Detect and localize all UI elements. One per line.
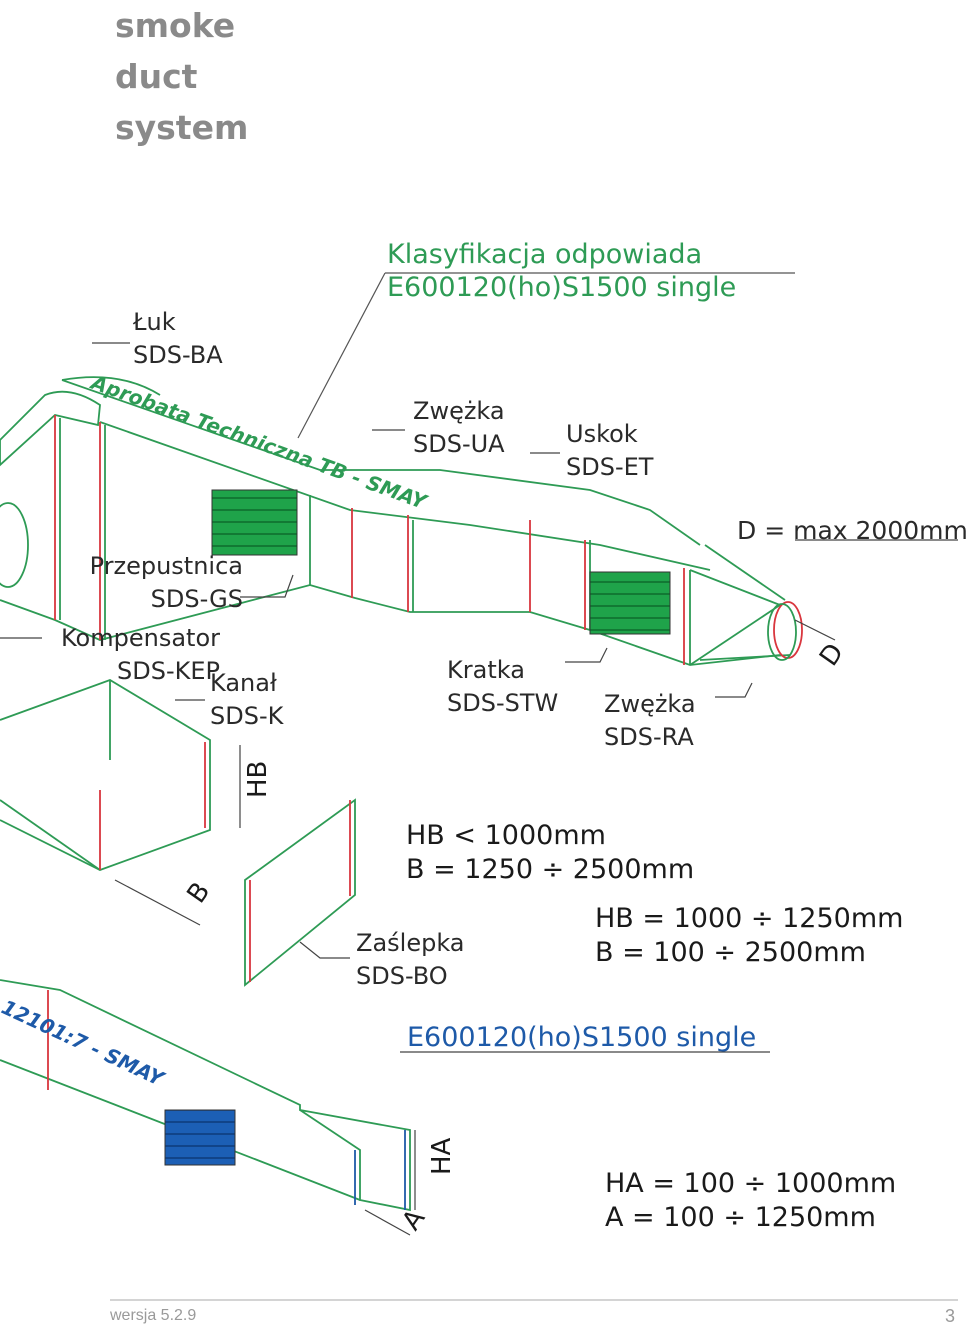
spec-a-a: A = 100 ÷ 1250mm <box>605 1202 876 1233</box>
label-przepustnica-name: Przepustnica <box>89 552 243 580</box>
page-number: 3 <box>945 1306 956 1326</box>
dimension-ha: HA <box>427 1137 457 1175</box>
label-zaslepka-code: SDS-BO <box>356 962 448 990</box>
lower-duct-b <box>0 679 211 871</box>
label-zaslepka: Zaślepka SDS-BO <box>356 927 465 993</box>
spec-b-small: HB < 1000mm B = 1250 ÷ 2500mm <box>406 819 694 887</box>
grille-lower <box>164 1109 236 1166</box>
spec-b-large-hb: HB = 1000 ÷ 1250mm <box>595 903 904 934</box>
label-kompensator: Kompensator SDS-KEP <box>47 622 220 688</box>
spec-b-small-hb: HB < 1000mm <box>406 820 606 851</box>
label-zwezka-ua-code: SDS-UA <box>413 430 505 458</box>
label-kanal: Kanał SDS-K <box>210 667 283 733</box>
label-zwezka-ua: Zwężka SDS-UA <box>413 395 505 461</box>
label-zwezka-ra-name: Zwężka <box>604 690 696 718</box>
spec-a-ha: HA = 100 ÷ 1000mm <box>605 1168 897 1199</box>
page-title: smoke duct system <box>115 0 248 153</box>
label-kratka-name: Kratka <box>447 656 525 684</box>
classification-block: Klasyfikacja odpowiada E600120(ho)S1500 … <box>387 238 736 304</box>
spec-b-large: HB = 1000 ÷ 1250mm B = 100 ÷ 2500mm <box>595 902 903 970</box>
blank-off-plate <box>244 798 356 987</box>
lower-duct-a <box>0 979 411 1212</box>
label-luk-code: SDS-BA <box>133 341 223 369</box>
label-uskok: Uskok SDS-ET <box>566 418 653 484</box>
title-line-3: system <box>115 108 249 147</box>
label-kompensator-name: Kompensator <box>61 624 220 652</box>
d-max-label: D = max 2000mm <box>737 516 968 545</box>
classification-line-1: Klasyfikacja odpowiada <box>387 239 703 270</box>
label-uskok-name: Uskok <box>566 420 638 448</box>
upper-duct-run <box>0 376 803 666</box>
footer-version: wersja 5.2.9 <box>110 1307 197 1324</box>
grille-upper-left <box>211 489 298 556</box>
spec-b-small-b: B = 1250 ÷ 2500mm <box>406 854 695 885</box>
label-kanal-name: Kanał <box>210 669 277 697</box>
label-kratka-code: SDS-STW <box>447 689 559 717</box>
label-uskok-code: SDS-ET <box>566 453 654 481</box>
label-kompensator-code: SDS-KEP <box>117 657 220 685</box>
title-line-1: smoke <box>115 6 236 45</box>
title-line-2: duct <box>115 57 198 96</box>
label-kratka: Kratka SDS-STW <box>447 654 558 720</box>
label-przepustnica: Przepustnica SDS-GS <box>80 550 243 616</box>
label-zwezka-ra-code: SDS-RA <box>604 723 694 751</box>
classification-line-2: E600120(ho)S1500 single <box>387 272 737 303</box>
label-zaslepka-name: Zaślepka <box>356 929 465 957</box>
dimension-hb: HB <box>243 760 273 798</box>
spec-a: HA = 100 ÷ 1000mm A = 100 ÷ 1250mm <box>605 1167 896 1235</box>
grille-upper-right <box>589 571 671 635</box>
label-przepustnica-code: SDS-GS <box>150 585 243 613</box>
label-kanal-code: SDS-K <box>210 702 284 730</box>
watermark-bottom: 12101:7 - SMAY <box>0 995 170 1092</box>
leader-lines <box>0 342 958 1301</box>
label-zwezka-ua-name: Zwężka <box>413 397 505 425</box>
spec-b-large-b: B = 100 ÷ 2500mm <box>595 937 866 968</box>
label-zwezka-ra: Zwężka SDS-RA <box>604 688 696 754</box>
lower-classification: E600120(ho)S1500 single <box>407 1022 757 1053</box>
classification-leader <box>297 272 795 439</box>
label-luk: Łuk SDS-BA <box>133 306 223 372</box>
label-luk-name: Łuk <box>133 308 176 336</box>
